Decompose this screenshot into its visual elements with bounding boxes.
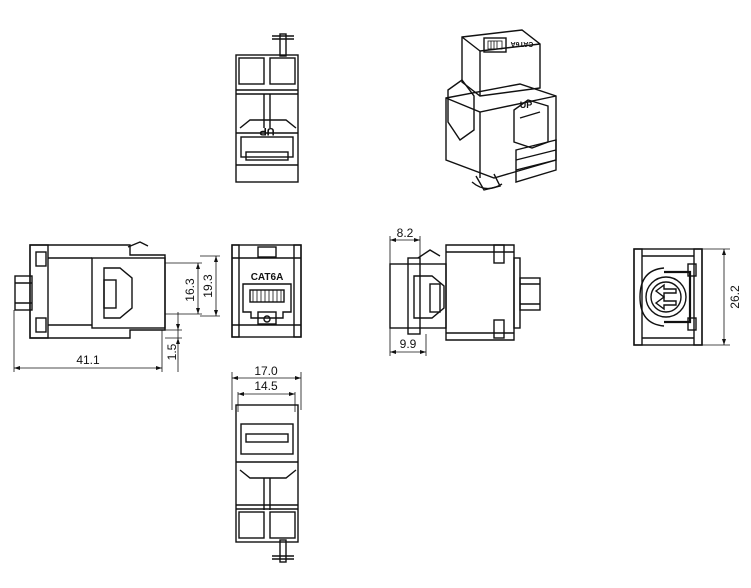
dim-19-3: 19.3 bbox=[200, 255, 220, 317]
cat6a-label-front: CAT6A bbox=[251, 272, 284, 283]
dim-text-17-0: 17.0 bbox=[254, 364, 278, 378]
up-label-iso: UP bbox=[520, 100, 533, 110]
dim-9-9: 9.9 bbox=[389, 328, 427, 356]
dim-17-0: 17.0 bbox=[231, 364, 302, 410]
bottom-view bbox=[235, 404, 299, 563]
side-view-right bbox=[389, 244, 541, 341]
dim-text-16-3: 16.3 bbox=[183, 278, 197, 302]
dim-14-5: 14.5 bbox=[237, 379, 296, 412]
dim-text-14-5: 14.5 bbox=[254, 379, 278, 393]
dim-text-8-2: 8.2 bbox=[397, 226, 414, 240]
dim-41-1: 41.1 bbox=[13, 310, 163, 372]
dim-26-2: 26.2 bbox=[702, 248, 742, 346]
dim-1-5: 1.5 bbox=[165, 312, 182, 372]
dim-text-19-3: 19.3 bbox=[201, 274, 215, 298]
dim-text-41-1: 41.1 bbox=[76, 353, 100, 367]
dim-text-1-5: 1.5 bbox=[165, 343, 179, 360]
side-view-left bbox=[14, 241, 166, 339]
top-view-back: UP bbox=[235, 33, 299, 183]
dim-text-26-2: 26.2 bbox=[728, 285, 742, 309]
dim-text-9-9: 9.9 bbox=[400, 337, 417, 351]
cat6a-label-iso: CAT6A bbox=[511, 40, 534, 47]
front-view: CAT6A bbox=[231, 244, 302, 338]
rear-view bbox=[633, 248, 703, 346]
dim-8-2: 8.2 bbox=[389, 226, 421, 264]
dim-16-3: 16.3 bbox=[165, 262, 202, 315]
isometric-view: CAT6A UP bbox=[445, 29, 557, 191]
up-label-top-view: UP bbox=[259, 125, 274, 137]
